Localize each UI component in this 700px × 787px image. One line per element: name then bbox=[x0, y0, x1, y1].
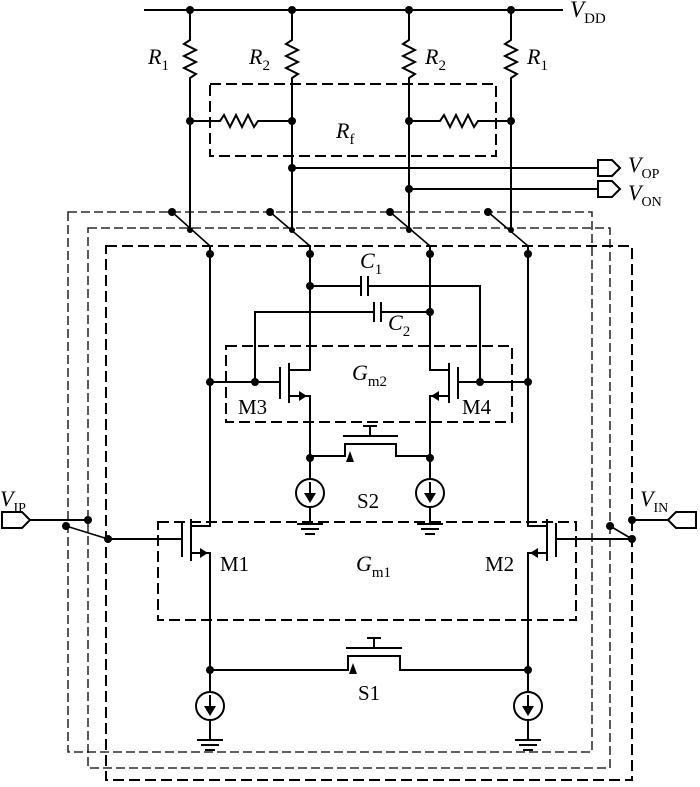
m3-label: M3 bbox=[238, 395, 267, 419]
current-source-right-gm1 bbox=[513, 669, 543, 751]
resistor-r1-left bbox=[181, 9, 199, 231]
top-switch-2 bbox=[266, 208, 311, 255]
gm2-block-boundary bbox=[225, 345, 513, 423]
vop-label: VOP bbox=[628, 152, 660, 182]
vop-port-icon bbox=[597, 159, 622, 177]
resistor-r2-right bbox=[400, 9, 418, 231]
von-label: VON bbox=[628, 180, 662, 210]
m4-label: M4 bbox=[462, 395, 492, 419]
s1-label: S1 bbox=[358, 681, 380, 705]
switch-s1 bbox=[209, 637, 529, 674]
m2-label: M2 bbox=[485, 552, 514, 576]
m1-label: M1 bbox=[220, 552, 249, 576]
vdd-label: VDD bbox=[570, 0, 606, 27]
current-source-left-gm2 bbox=[295, 457, 325, 535]
s2-label: S2 bbox=[357, 489, 379, 513]
gm1-block-boundary bbox=[157, 521, 577, 621]
switch-control-boundaries bbox=[67, 211, 633, 781]
r1-right-label: R1 bbox=[526, 44, 548, 74]
vip-label: VIP bbox=[0, 486, 26, 516]
transistor-m1 bbox=[107, 519, 211, 669]
resistor-rf-right bbox=[408, 112, 512, 130]
transistor-m2 bbox=[527, 519, 633, 669]
vdd-rail bbox=[144, 6, 563, 14]
resistor-r1-right bbox=[502, 9, 520, 231]
r2-right-label: R2 bbox=[424, 44, 446, 74]
transistor-m3 bbox=[209, 361, 311, 457]
input-switch-left bbox=[29, 516, 109, 540]
vin-port-icon bbox=[666, 511, 697, 529]
gm2-label: Gm2 bbox=[352, 360, 387, 390]
r1-left-label: R1 bbox=[147, 44, 169, 74]
vip-port-icon bbox=[1, 511, 32, 529]
von-port-icon bbox=[597, 180, 622, 198]
top-switch-4 bbox=[484, 208, 529, 255]
gm1-label: Gm1 bbox=[356, 551, 391, 581]
c1-label: C1 bbox=[360, 248, 382, 278]
transistor-m4 bbox=[429, 361, 529, 457]
von-output-wire bbox=[405, 185, 599, 193]
c2-label: C2 bbox=[388, 310, 410, 340]
capacitor-c2 bbox=[254, 302, 434, 383]
vop-output-wire bbox=[288, 164, 599, 172]
input-switch-right bbox=[606, 516, 669, 540]
current-source-left-gm1 bbox=[195, 669, 225, 751]
rf-label: Rf bbox=[335, 118, 354, 148]
switch-s2 bbox=[309, 425, 431, 462]
resistor-rf-left bbox=[189, 112, 293, 130]
vin-label: VIN bbox=[640, 486, 668, 516]
r2-left-label: R2 bbox=[248, 44, 270, 74]
capacitor-c1 bbox=[306, 276, 481, 383]
resistor-r2-left bbox=[283, 9, 301, 231]
